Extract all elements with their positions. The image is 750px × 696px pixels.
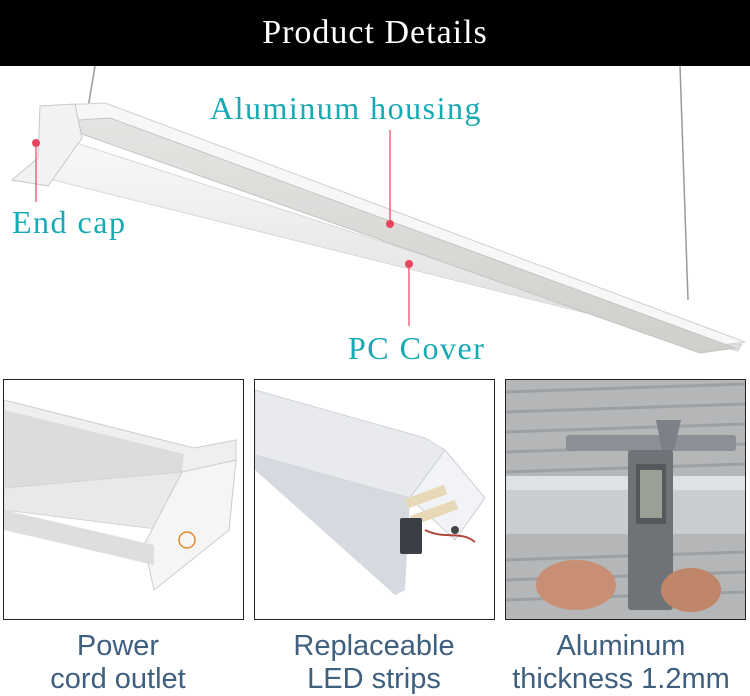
- linear-light-illustration: [10, 66, 746, 354]
- suspension-wire-left: [87, 66, 96, 109]
- caption-line: Aluminum: [556, 630, 686, 662]
- marker-cover: [405, 260, 413, 268]
- outlet-highlight-icon: [178, 531, 196, 549]
- detail-image-aluminum-thickness: [505, 379, 746, 620]
- caption-power-cord-outlet: Power cord outlet: [0, 630, 243, 696]
- marker-housing: [386, 220, 394, 228]
- caption-line: Power: [76, 630, 160, 662]
- caption-line: cord outlet: [50, 663, 186, 695]
- page-title: Product Details: [262, 14, 488, 51]
- caption-line: Replaceable: [293, 630, 455, 662]
- caption-aluminum-thickness: Aluminum thickness 1.2mm: [496, 630, 746, 696]
- suspension-wire-right: [679, 66, 689, 301]
- hero-product-image: Aluminum housing End cap PC Cover: [0, 66, 750, 370]
- callout-end-cap: End cap: [12, 204, 127, 240]
- end-cap-shape: [10, 103, 83, 187]
- callout-aluminum-housing: Aluminum housing: [210, 90, 483, 126]
- detail-image-led-strips: [254, 379, 495, 620]
- pc-cover-shape: [47, 117, 736, 354]
- caption-line: thickness 1.2mm: [512, 663, 730, 695]
- header-bar: Product Details: [0, 0, 750, 66]
- caption-led-strips: Replaceable LED strips: [249, 630, 499, 696]
- callout-pc-cover: PC Cover: [348, 330, 486, 366]
- marker-endcap: [32, 139, 40, 147]
- caption-line: LED strips: [307, 663, 441, 695]
- detail-image-power-cord-outlet: [3, 379, 244, 620]
